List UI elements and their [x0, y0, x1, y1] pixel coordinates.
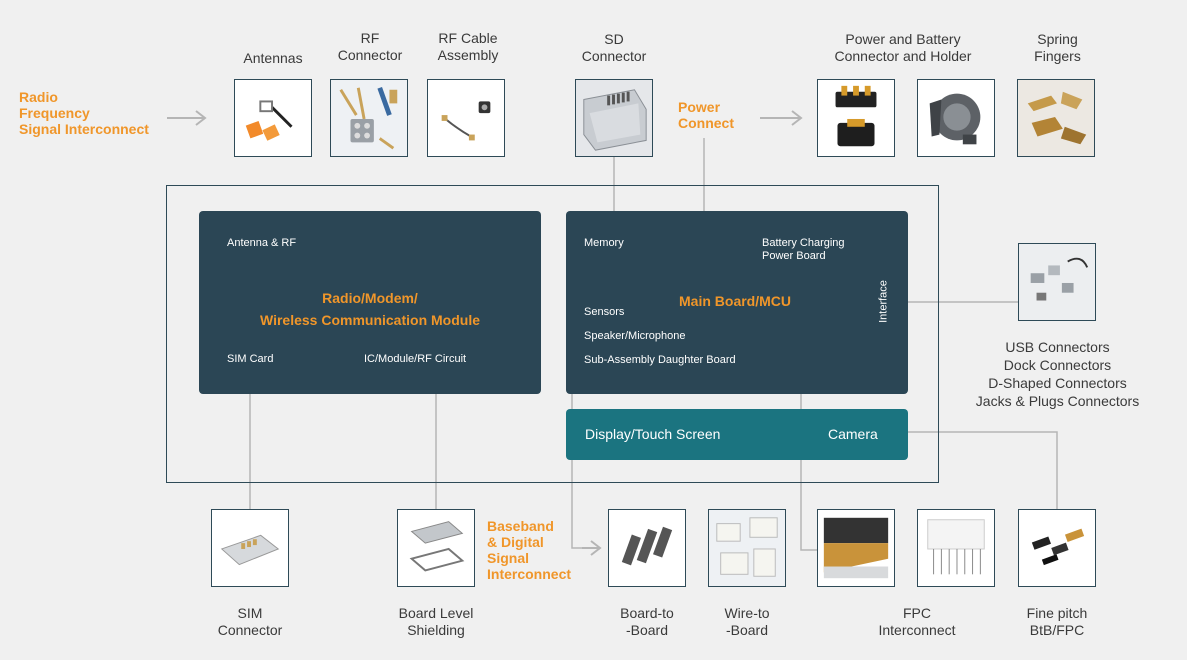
label-fpc: FPC Interconnect: [878, 605, 956, 638]
group-radio-frequency: Radio Frequency Signal Interconnect: [19, 89, 149, 137]
spring-fingers-image: [1017, 79, 1095, 157]
group-baseband: Baseband & Digital Signal Interconnect: [487, 518, 572, 582]
wire-to-board-image: [708, 509, 786, 587]
main-board-title: Main Board/MCU: [679, 293, 791, 309]
label-power-battery: Power and Battery Connector and Holder: [834, 31, 972, 64]
display-bar: Display/Touch Screen Camera: [566, 409, 908, 460]
speaker-label: Speaker/Microphone: [584, 330, 686, 342]
sim-card-label: SIM Card: [227, 353, 274, 365]
rf-cable-image: [427, 79, 505, 157]
power-connector-image: [817, 79, 895, 157]
sensors-label: Sensors: [584, 306, 625, 318]
label-rf-cable: RF Cable Assembly: [437, 30, 499, 63]
antennas-image: [234, 79, 312, 157]
label-spring-fingers: Spring Fingers: [1034, 31, 1081, 64]
usb-connector-list: USB Connectors Dock Connectors D-Shaped …: [975, 339, 1140, 409]
display-touch-label: Display/Touch Screen: [585, 426, 721, 442]
usb-connectors-image: [1018, 243, 1096, 321]
label-sd-connector: SD Connector: [581, 31, 647, 64]
fpc-connector-image: [917, 509, 995, 587]
main-board-card: Memory Battery Charging Power Board Main…: [566, 211, 908, 394]
device-frame: [166, 185, 939, 483]
label-board-to-board: Board-to -Board: [620, 605, 674, 638]
label-wire-to-board: Wire-to -Board: [724, 605, 770, 638]
memory-label: Memory: [584, 237, 624, 249]
radio-module-title: Radio/Modem/ Wireless Communication Modu…: [259, 290, 480, 328]
sim-connector-image: [211, 509, 289, 587]
sub-assembly-label: Sub-Assembly Daughter Board: [584, 354, 736, 366]
battery-charging-label: Battery Charging Power Board: [762, 237, 845, 262]
group-power-connect: Power Connect: [678, 99, 734, 131]
rf-connector-image: [330, 79, 408, 157]
label-rf-connector: RF Connector: [337, 30, 403, 63]
label-fine-pitch: Fine pitch BtB/FPC: [1026, 605, 1088, 638]
label-antennas: Antennas: [243, 50, 303, 66]
radio-module-card: Antenna & RF Radio/Modem/ Wireless Commu…: [199, 211, 541, 394]
camera-label: Camera: [828, 426, 878, 442]
fine-pitch-image: [1018, 509, 1096, 587]
fpc-image: [817, 509, 895, 587]
label-sim-connector: SIM Connector: [217, 605, 283, 638]
antenna-rf-label: Antenna & RF: [227, 237, 297, 249]
ic-module-label: IC/Module/RF Circuit: [364, 353, 467, 365]
battery-holder-image: [917, 79, 995, 157]
shielding-image: [397, 509, 475, 587]
sd-connector-image: [575, 79, 653, 157]
board-to-board-image: [608, 509, 686, 587]
label-board-shielding: Board Level Shielding: [398, 605, 474, 638]
interface-label: Interface: [877, 280, 890, 323]
